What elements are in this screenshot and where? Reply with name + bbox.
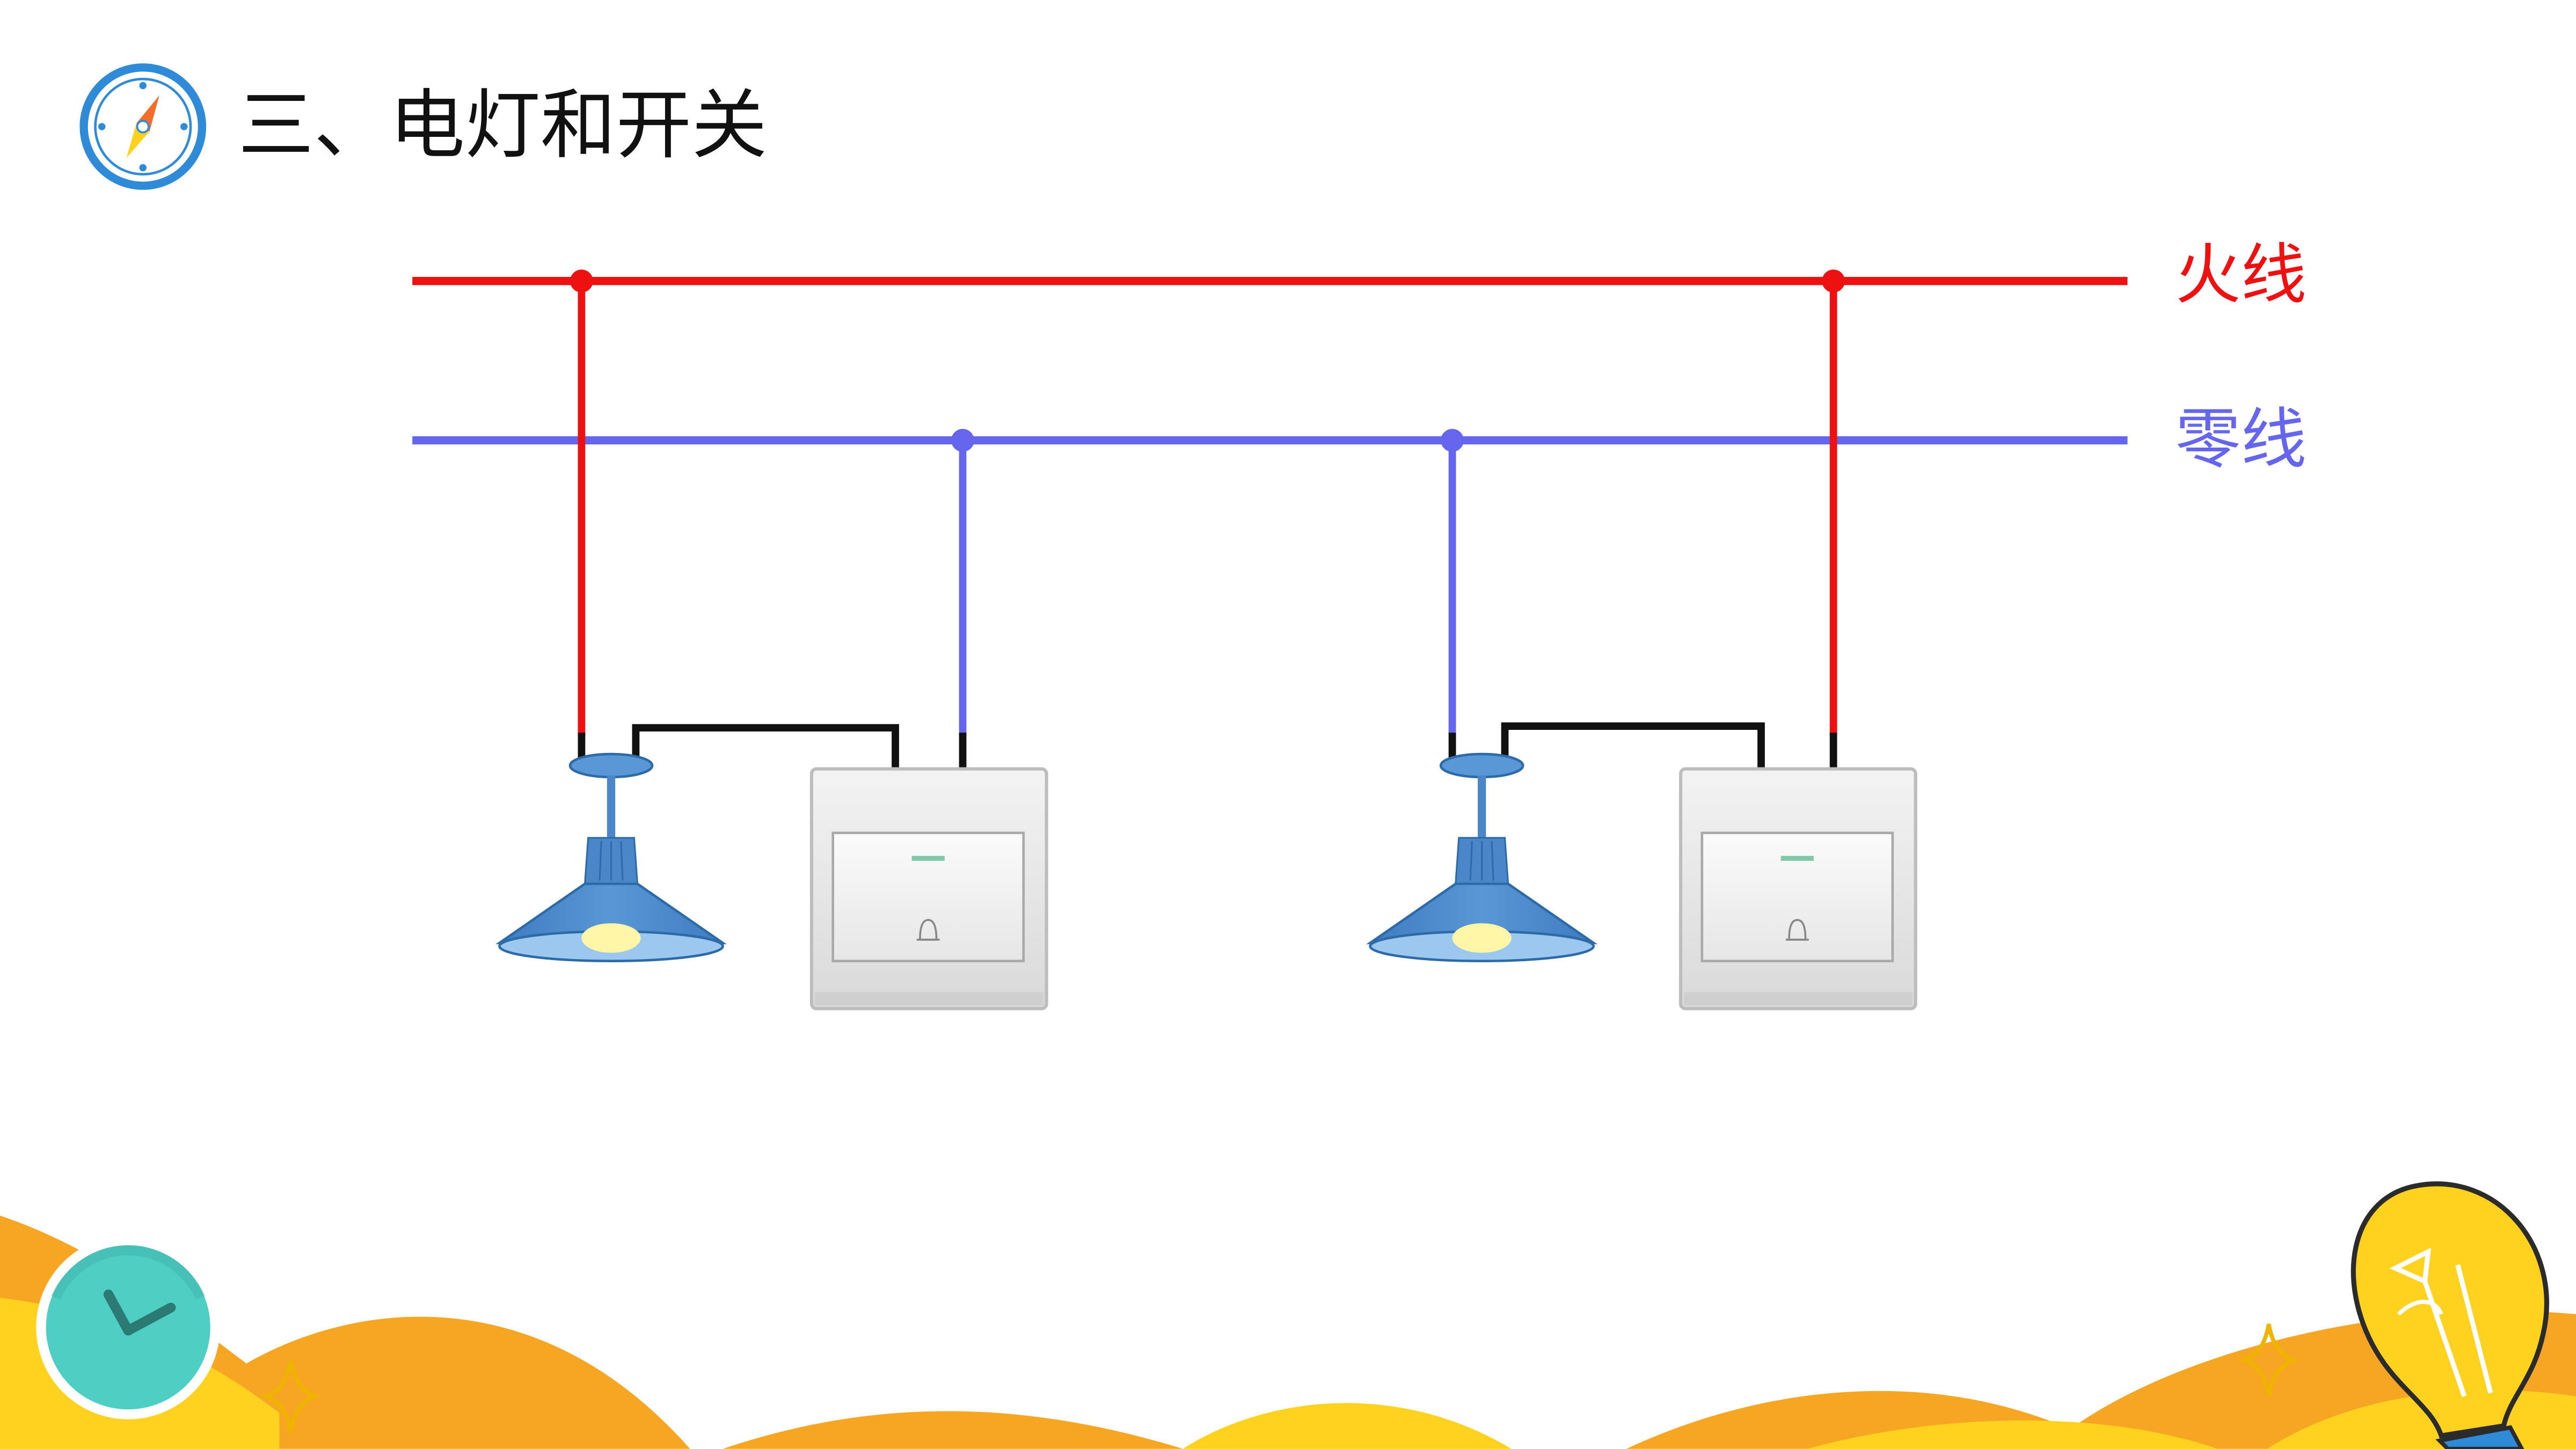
bulb	[581, 923, 641, 953]
live-wire-label: 火线	[2175, 236, 2307, 313]
neutral-junction-dot	[951, 429, 974, 452]
lightbulb-icon	[2351, 1181, 2549, 1449]
neutral-junction-dot	[1441, 429, 1464, 452]
wall-switch-icon	[809, 767, 1048, 1011]
page-title: 三、电灯和开关	[238, 82, 767, 170]
circuit-2-wiring	[1441, 269, 1845, 769]
live-junction-dot	[570, 269, 593, 293]
wall-switch-icon	[1679, 767, 1917, 1011]
neutral-wire-label: 零线	[2175, 400, 2307, 477]
sparkle-star-icon	[259, 1359, 322, 1433]
pendant-lamp-icon	[495, 752, 727, 963]
live-junction-dot	[1822, 269, 1845, 293]
title-compass-icon	[79, 63, 207, 190]
bottom-wave-decoration	[0, 1216, 2576, 1449]
pendant-lamp-icon	[1366, 752, 1598, 963]
circuit-1-wiring	[570, 269, 974, 769]
clock-icon	[36, 1235, 221, 1419]
sparkle-star-icon	[2237, 1323, 2300, 1397]
bulb	[1452, 923, 1512, 953]
